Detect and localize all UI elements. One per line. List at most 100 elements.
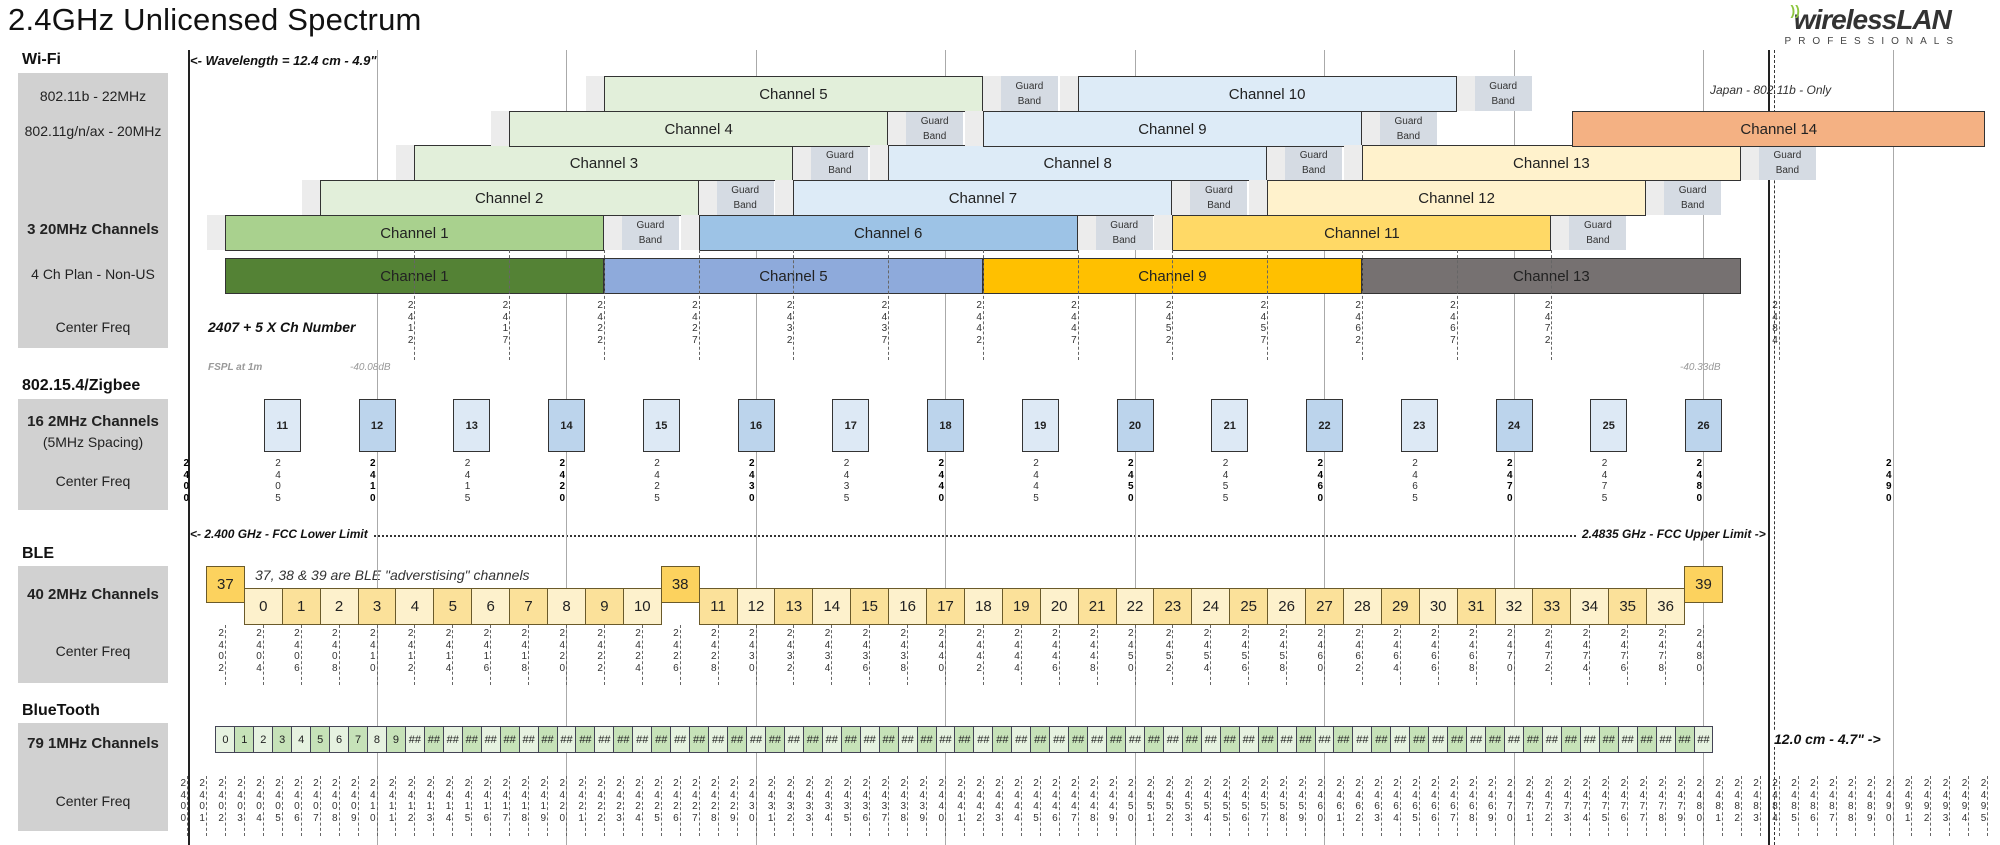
bt-center-freq: 2 4 5 7 xyxy=(1260,778,1267,824)
bt-freq-dash xyxy=(1096,776,1098,836)
bt-channel: ## xyxy=(537,726,558,753)
bt-freq-dash xyxy=(262,776,264,836)
bt-channel: ## xyxy=(651,726,672,753)
bt-channel: ## xyxy=(1390,726,1411,753)
bt-channel: ## xyxy=(897,726,918,753)
bt-channel: ## xyxy=(1504,726,1524,753)
bt-center-freq: 2 4 5 2 xyxy=(1165,778,1172,824)
bt-channel: ## xyxy=(1333,726,1354,753)
bt-center-freq: 2 4 9 5 xyxy=(1980,778,1987,824)
ble-center-freq: 2 4 1 0 xyxy=(369,628,376,674)
bt-center-freq: 2 4 6 7 xyxy=(1450,778,1456,824)
bt-center-freq: 2 4 3 1 xyxy=(767,778,774,824)
bt-center-freq: 2 4 7 5 xyxy=(1601,778,1608,824)
bt-freq-dash xyxy=(926,776,928,836)
bt-freq-dash xyxy=(1589,776,1591,836)
ble-channel-38: 38 xyxy=(660,566,700,603)
wifi-center-dash-2462 xyxy=(1361,250,1363,360)
bt-freq-dash xyxy=(1229,776,1231,836)
zigbee-center-freq: 2 4 3 0 xyxy=(748,458,755,504)
ble-label-center-freq: Center Freq xyxy=(55,643,131,659)
bt-center-freq: 2 4 0 8 xyxy=(332,778,338,824)
bt-center-freq: 2 4 3 9 xyxy=(919,778,926,824)
ble-freq-dash xyxy=(869,625,871,685)
bt-freq-dash xyxy=(1286,776,1288,836)
bt-center-freq: 2 4 0 1 xyxy=(199,778,205,824)
wifi-center-dash-2437 xyxy=(888,250,890,360)
wifi-center-dash-2432 xyxy=(793,250,795,360)
ble-channel-17: 17 xyxy=(926,588,965,625)
ble-channel-25: 25 xyxy=(1229,588,1269,625)
bt-freq-dash xyxy=(338,776,340,836)
zigbee-center-freq: 2 4 5 0 xyxy=(1127,458,1134,504)
wifi-center-freq: 2 4 5 2 xyxy=(1165,300,1172,346)
bt-freq-dash xyxy=(547,776,549,836)
wifi-channel-1: Channel 1 xyxy=(224,215,604,251)
bt-freq-dash xyxy=(414,776,416,836)
bt-center-freq: 2 4 0 7 xyxy=(313,778,319,824)
wifi-channel-8: Channel 8 xyxy=(888,145,1268,181)
bt-channel: ## xyxy=(480,726,501,753)
bt-channel: ## xyxy=(840,726,861,753)
wifi-channel-11: Channel 11 xyxy=(1172,215,1552,251)
bt-center-freq: 2 4 7 7 xyxy=(1639,778,1646,824)
bt-freq-dash xyxy=(1665,776,1667,836)
bt-center-freq: 2 4 2 5 xyxy=(654,778,660,824)
bt-channel: ## xyxy=(1011,726,1032,753)
bt-center-freq: 2 4 6 6 xyxy=(1431,778,1437,824)
ble-channel-14: 14 xyxy=(812,588,852,625)
wifi-side-panel: 802.11b - 22MHz 802.11g/n/ax - 20MHz 3 2… xyxy=(18,73,168,306)
bt-channel: ## xyxy=(1409,726,1430,753)
bt-channel: 1 xyxy=(234,726,255,753)
bt-channel: ## xyxy=(708,726,729,753)
bt-freq-dash xyxy=(717,776,719,836)
ble-freq-dash xyxy=(1399,625,1401,685)
ble-freq-dash xyxy=(414,625,416,685)
bt-center-freq: 2 4 8 8 xyxy=(1848,778,1854,824)
bt-freq-dash xyxy=(1399,776,1401,836)
wifi-spacer-shade xyxy=(585,76,604,111)
bt-center-freq: 2 4 3 3 xyxy=(805,778,812,824)
bluetooth-side-panel: 79 1MHz Channels Center Freq xyxy=(18,723,168,831)
bt-freq-dash xyxy=(1703,776,1704,836)
bt-channel: ## xyxy=(1447,726,1468,753)
guard-band: Guard Band xyxy=(1000,76,1058,111)
ble-freq-dash xyxy=(338,625,340,685)
ble-center-freq: 2 4 3 6 xyxy=(862,628,869,674)
bt-center-freq: 2 4 8 7 xyxy=(1829,778,1835,824)
ble-channel-22: 22 xyxy=(1115,588,1155,625)
ble-center-freq: 2 4 1 4 xyxy=(445,628,452,674)
ble-center-freq: 2 4 3 4 xyxy=(824,628,831,674)
ble-freq-dash xyxy=(907,625,909,685)
bt-center-freq: 2 4 7 3 xyxy=(1563,778,1570,824)
bt-freq-dash xyxy=(1380,776,1382,836)
zigbee-center-freq: 2 4 9 0 xyxy=(1885,458,1892,504)
wifi-center-dash-2412 xyxy=(414,250,416,360)
bt-channel: ## xyxy=(1617,726,1638,753)
bt-channel: 9 xyxy=(385,726,406,753)
bt-center-freq: 2 4 5 0 xyxy=(1127,778,1134,824)
bt-center-freq: 2 4 7 9 xyxy=(1677,778,1684,824)
bt-center-freq: 2 4 2 6 xyxy=(673,778,679,824)
bt-freq-dash xyxy=(1513,776,1515,836)
zigbee-center-freq: 2 4 1 0 xyxy=(369,458,376,504)
bt-freq-dash xyxy=(982,776,984,836)
bt-channel: ## xyxy=(1598,726,1619,753)
zigbee-center-freq: 2 4 6 5 xyxy=(1412,458,1418,504)
bt-freq-dash xyxy=(1305,776,1307,836)
guard-band: Guard Band xyxy=(1190,180,1248,215)
bt-channel: 0 xyxy=(215,726,236,753)
wavelength-right-note: 12.0 cm - 4.7" -> xyxy=(1770,731,1881,747)
bt-channel: ## xyxy=(973,726,994,753)
bt-center-freq: 2 4 8 9 xyxy=(1866,778,1873,824)
bt-center-freq: 2 4 7 6 xyxy=(1620,778,1627,824)
bt-channel: ## xyxy=(1295,726,1316,753)
ble-channel-6: 6 xyxy=(471,588,511,625)
bt-center-freq: 2 4 8 4 xyxy=(1772,778,1778,824)
bt-channel: ## xyxy=(1068,726,1089,753)
ble-channel-29: 29 xyxy=(1380,588,1420,625)
bt-channel: ## xyxy=(783,726,804,753)
bt-freq-dash xyxy=(395,776,397,836)
bt-freq-dash xyxy=(698,776,700,836)
wifi-spacer-shade xyxy=(206,215,225,250)
